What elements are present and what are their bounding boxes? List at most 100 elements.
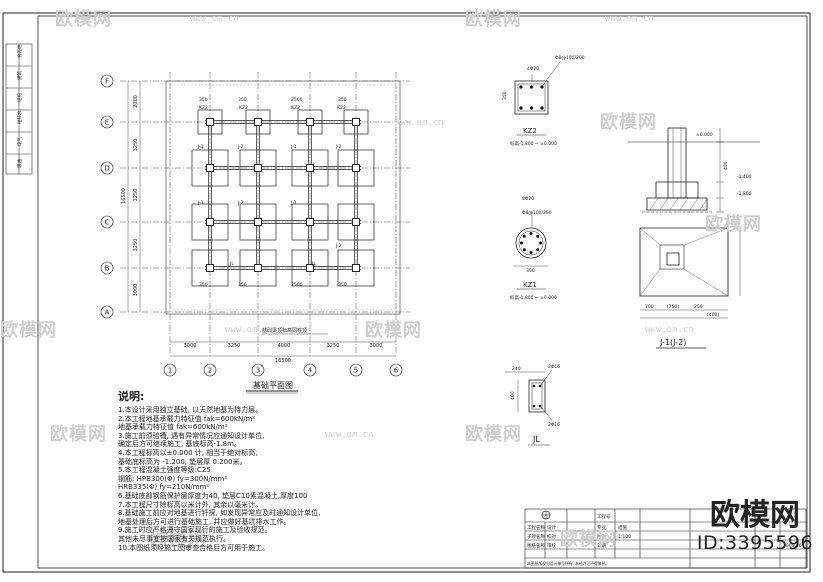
footing-outline [245, 109, 271, 135]
note-line: 5.本工程混凝土强度等级:C25 [118, 466, 211, 475]
axis-letter: E [105, 119, 109, 127]
kz1-stirrup: Φ8@100/200 [522, 210, 552, 216]
sheet-outer-border [2, 12, 811, 573]
watermark-url: www.om.cn [190, 14, 239, 24]
plan-dim-tag: 350 [199, 282, 208, 288]
kz1-spec: 8Φ20 [522, 196, 534, 202]
watermark-url: www.om.cn [325, 430, 374, 440]
column-section [254, 118, 262, 126]
watermark-brand: 欧模网 [150, 529, 207, 550]
axis-number: 2 [208, 367, 212, 375]
note-line: 6.基础底部钢筋保护层厚度为40, 垫层C10素混凝土,厚度100 [118, 491, 308, 500]
dim-text: 3000 [370, 343, 383, 349]
axis-bubble [100, 74, 114, 88]
note-line: 2.本工程地基承载力特征值 fak=600kN/m² [118, 414, 256, 423]
dim-total: 16500 [275, 358, 291, 364]
footing-dim: 700 [645, 304, 654, 310]
footing-elev-low: -1.800 [737, 191, 752, 197]
footing-label: J-1 [197, 200, 204, 206]
note-line: 确定后方可继续施工, 基底标高-1.8m。 [118, 440, 241, 449]
footing-label: J-1 [290, 144, 297, 150]
axis-number: 1 [168, 367, 172, 375]
footing-outline [239, 203, 277, 241]
kz2-detail: 4Φ20 Φ8@100/200 350 KZ2 标高-1.800 ~ ±0.00… [502, 55, 585, 147]
axis-letter: C [105, 219, 110, 227]
note-line: 钢筋: HPB300(Φ) fy=300N/mm² [118, 474, 228, 483]
tb-col-label: 日期 [597, 543, 606, 549]
dim-text: 3250 [133, 239, 139, 252]
axis-bubble [251, 363, 265, 377]
axis-bubble [349, 363, 363, 377]
dim-text: 3250 [133, 189, 139, 202]
rebar-dot [522, 248, 526, 252]
plan-title: 基础平面图 [253, 380, 293, 390]
plan-dim-tag: 2500 [291, 97, 303, 103]
watermark-url: www.om.cn [225, 325, 274, 335]
footing-dim: 450 [723, 161, 729, 170]
plan-beam-note: 基础梁顶标高同柱顶 [262, 327, 307, 334]
kz2-note: 标高-1.800 ~ ±0.000 [510, 140, 557, 147]
tb-col-label: 图别 [597, 533, 606, 540]
beam-title: JL [532, 435, 540, 444]
dim-text: 3000 [133, 284, 139, 297]
side-label: 暖通 [16, 159, 23, 168]
design-notes: 说明: 1.本设计采用独立基础, 以天然地基为持力层。 2.本工程地基承载力特征… [118, 390, 418, 552]
axis-bubble [203, 363, 217, 377]
watermark-url: www.om.cn [645, 325, 694, 335]
axis-letter: D [104, 165, 109, 173]
plan-dim-tag: 350 [338, 282, 347, 288]
watermark-brand: 欧模网 [705, 214, 762, 235]
beam-bars-top: 2Φ16 [548, 364, 560, 370]
column-section [352, 164, 360, 172]
tb-value: 1:100 [618, 534, 631, 540]
note-line: 地基处理后方可进行基础施工, 并应做好基坑排水工作。 [118, 517, 291, 526]
footing-outline [197, 109, 223, 135]
tb-value: 2009.06 [783, 543, 802, 549]
axis-number: 3 [256, 367, 260, 375]
dim-text: 3250 [327, 343, 340, 349]
column-section [306, 164, 314, 172]
column-section [206, 118, 214, 126]
column-section [206, 264, 214, 272]
column-section [206, 164, 214, 172]
footing-outline [291, 203, 329, 241]
tb-row-label: 校对 [547, 533, 556, 540]
kz1-title: KZ1 [523, 281, 537, 289]
watermark-brand: 欧模网 [560, 529, 617, 550]
axis-bubble [389, 363, 403, 377]
column-section [306, 118, 314, 126]
tie-beam-label: JL [311, 261, 316, 267]
footing-elev-mid: -1.400 [737, 174, 752, 180]
column-section [306, 218, 314, 226]
side-label: 电气 [16, 137, 23, 146]
axis-bubble [100, 115, 114, 129]
footing-label: KZ2 [337, 105, 346, 111]
side-label: 会签栏 [16, 44, 23, 58]
dim-text: 3000 [184, 343, 197, 349]
column-section [254, 264, 262, 272]
side-label: 建筑 [16, 71, 23, 80]
tb-col-label: 专业 [597, 524, 606, 531]
note-line: 4.本工程标高以±0.000 计, 相当于绝对标高, [118, 448, 258, 457]
kz1-size: 350 [526, 268, 535, 274]
column-section [352, 118, 360, 126]
footing-label: KZ2 [199, 105, 208, 111]
brand-id: ID:3395596 [696, 532, 814, 554]
kz1-detail: 8Φ20 Φ8@100/200 350 KZ1 标高-1.800 ~ ±0.00… [510, 196, 557, 301]
plan-dim-tag: 350 [199, 97, 208, 103]
rebar-dot [529, 251, 533, 254]
dim-total: 16500 [121, 188, 127, 204]
footing-outline [337, 203, 375, 241]
brand-stamp: 欧模网 ID:3395596 [695, 500, 815, 555]
watermark-brand: 欧模网 [600, 112, 657, 133]
tb-col-label: 工程号 [597, 513, 611, 520]
footing-label: J-2 [335, 144, 342, 150]
note-line: HRB335(Φ) fy=210N/mm² [118, 483, 210, 492]
beam-detail [505, 369, 553, 446]
axis-bubble [100, 261, 114, 275]
side-strip [5, 43, 33, 175]
footing-section-text: ±0.000 -1.400 -1.800 450 700 (750) 250 (… [645, 132, 752, 347]
note-line: 9.施工时应严格遵守国家现行的施工及验收规范。 [118, 526, 272, 535]
footing-label: KZ2 [291, 105, 300, 111]
plan-dim-tag: 350 [238, 97, 247, 103]
